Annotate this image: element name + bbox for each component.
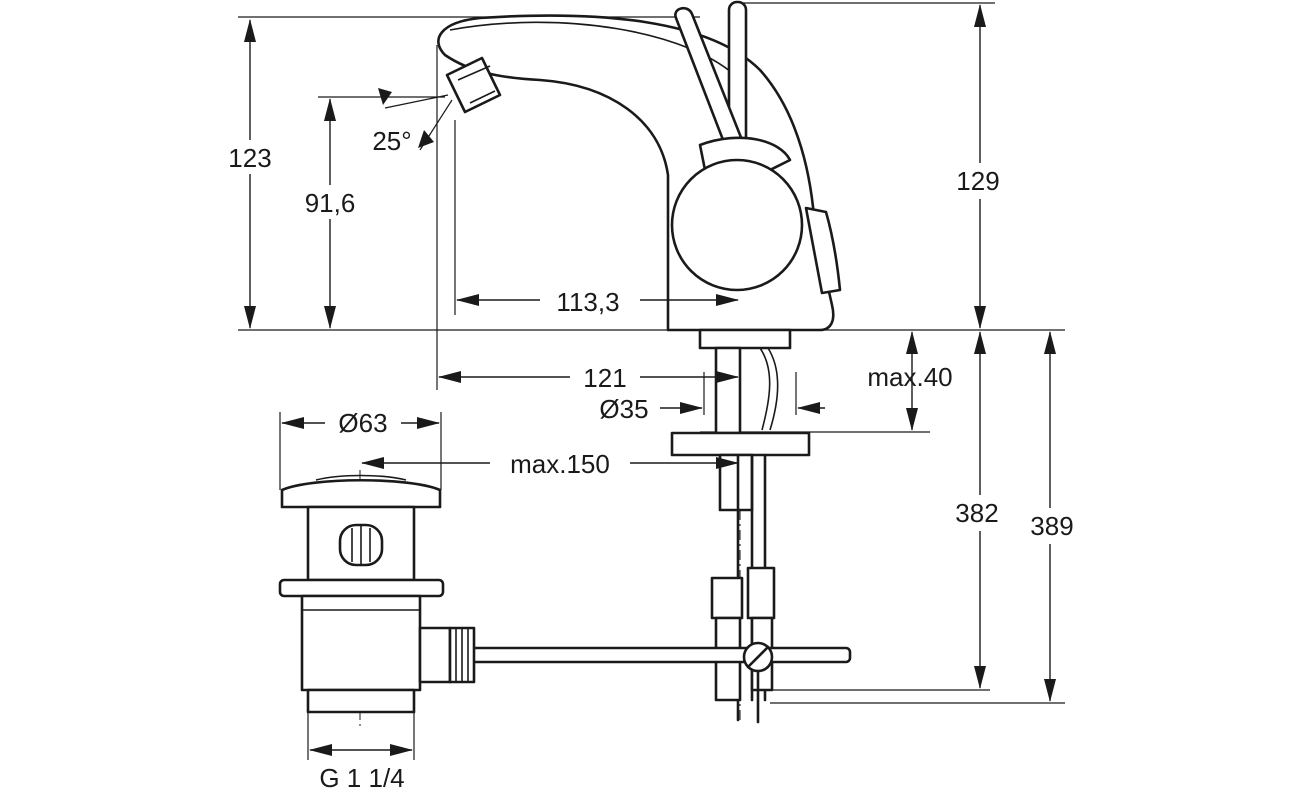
hose-fitting-left (710, 576, 744, 620)
cartridge-body (670, 158, 804, 292)
faucet-body (437, 0, 842, 350)
dim-389: 389 (1030, 511, 1073, 541)
extension-lines (238, 2, 1065, 760)
waste-plug (280, 479, 442, 509)
dim-382: 382 (955, 498, 998, 528)
base-flange (698, 328, 792, 350)
waste-flange (278, 578, 445, 598)
pop-up-waste (278, 474, 476, 714)
dim-diameter-35: Ø35 (599, 394, 648, 424)
tail-pipe (306, 688, 416, 714)
dim-91-6: 91,6 (305, 188, 356, 218)
dim-123: 123 (228, 143, 271, 173)
threaded-shank (714, 346, 742, 435)
dim-max-40: max.40 (867, 362, 952, 392)
spray-outlet (445, 56, 502, 114)
dim-113-3: 113,3 (556, 287, 619, 317)
hose-fitting-right (746, 566, 776, 620)
lever-handle (674, 6, 748, 160)
fixing-plate (670, 431, 811, 457)
waste-body-lower (300, 594, 422, 692)
dim-g-1-1-4: G 1 1/4 (319, 763, 404, 793)
dim-max-150: max.150 (510, 449, 610, 479)
rod-connector-nut (418, 626, 452, 684)
dim-diameter-63: Ø63 (338, 408, 387, 438)
dim-129: 129 (956, 166, 999, 196)
under-deck-assembly (468, 346, 852, 724)
pull-rod (468, 646, 852, 664)
diverter-button (804, 206, 842, 295)
dim-25-deg: 25° (372, 126, 411, 156)
dim-121: 121 (583, 363, 626, 393)
dimension-labels: 123 91,6 25° 113,3 129 121 Ø35 max.40 Ø6… (215, 126, 1092, 793)
